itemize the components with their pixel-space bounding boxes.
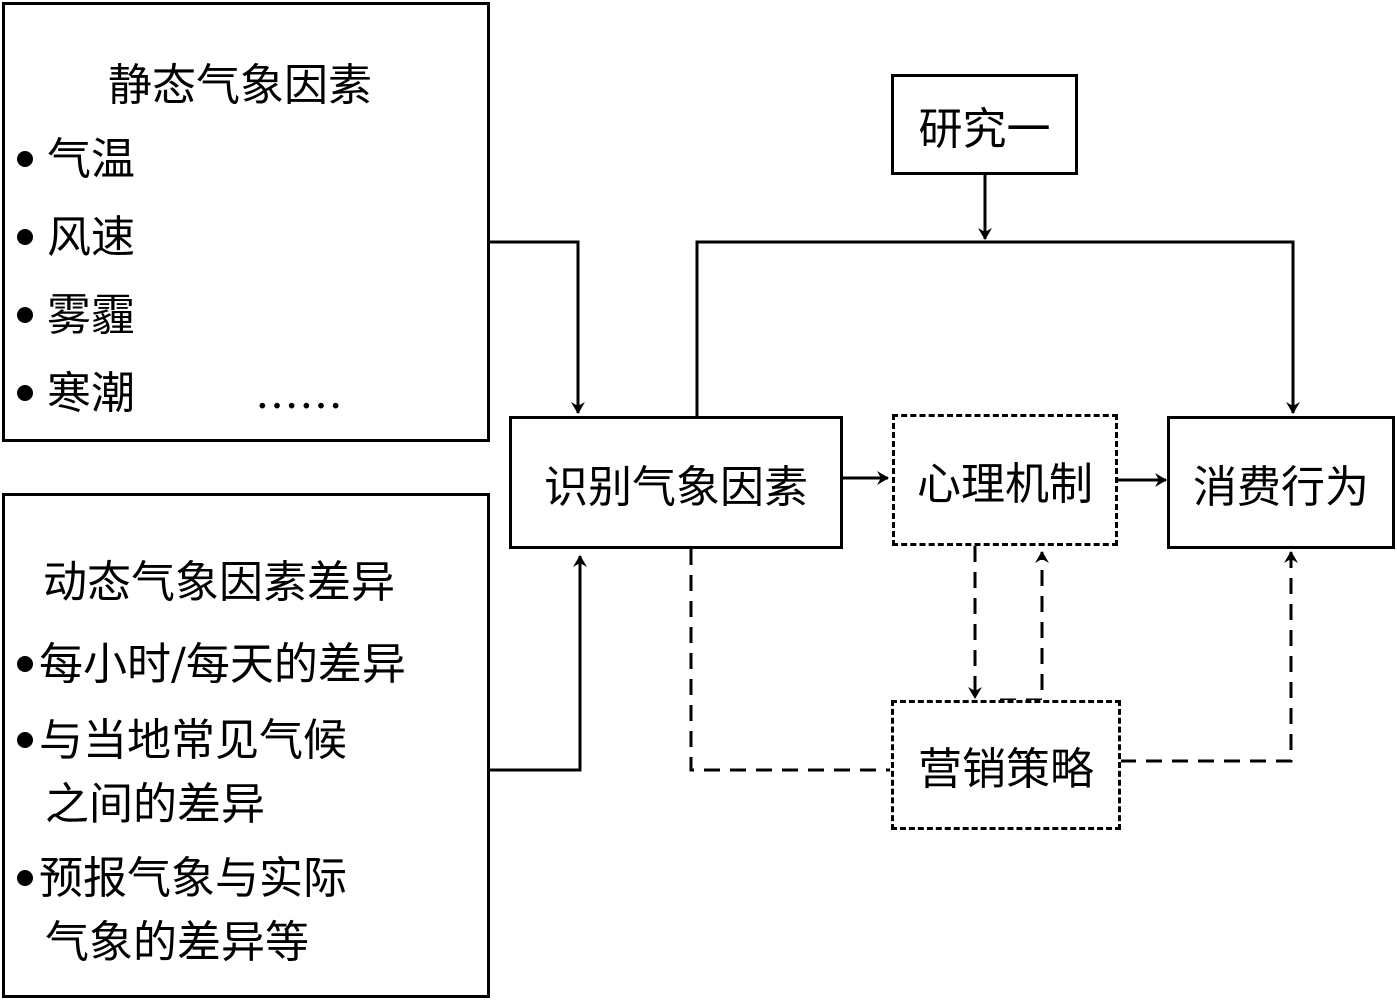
bullet-icon bbox=[17, 150, 33, 167]
bullet-icon bbox=[17, 869, 33, 886]
static-factors-box: 静态气象因素 气温 风速 雾霾 寒潮 …… bbox=[2, 2, 490, 442]
bullet-icon bbox=[17, 731, 33, 748]
static-item: 气温 bbox=[17, 133, 135, 187]
dynamic-item-cont: 之间的差异 bbox=[45, 779, 265, 830]
static-ellipsis: …… bbox=[255, 368, 343, 419]
dynamic-factors-title: 动态气象因素差异 bbox=[43, 557, 395, 608]
node-consumer-behavior: 消费行为 bbox=[1167, 416, 1395, 549]
node-study-one: 研究一 bbox=[891, 74, 1078, 175]
node-psych-mechanism: 心理机制 bbox=[892, 414, 1118, 546]
bullet-icon bbox=[17, 655, 33, 672]
arrow-marketing-to-consume bbox=[1120, 551, 1298, 763]
dynamic-item: 与当地常见气候 bbox=[17, 714, 347, 768]
dynamic-item: 预报气象与实际 bbox=[17, 852, 347, 906]
dynamic-item: 每小时/每天的差异 bbox=[17, 638, 406, 692]
bracket-line bbox=[695, 240, 1300, 416]
static-factors-title: 静态气象因素 bbox=[108, 60, 372, 111]
bullet-icon bbox=[17, 306, 33, 323]
arrow-dynamic-to-identify bbox=[490, 555, 587, 772]
line-identify-to-marketing bbox=[689, 549, 890, 772]
static-item: 雾霾 bbox=[17, 289, 135, 343]
dynamic-factors-box: 动态气象因素差异 每小时/每天的差异 与当地常见气候 之间的差异 预报气象与实际… bbox=[2, 493, 490, 998]
static-item: 寒潮 bbox=[17, 367, 135, 421]
dynamic-item-cont: 气象的差异等 bbox=[45, 917, 309, 968]
node-identify-factors: 识别气象因素 bbox=[509, 416, 843, 549]
bullet-icon bbox=[17, 384, 33, 401]
static-item: 风速 bbox=[17, 211, 135, 265]
arrow-static-to-identify bbox=[490, 240, 585, 414]
bullet-icon bbox=[17, 228, 33, 245]
node-marketing-strategy: 营销策略 bbox=[891, 700, 1121, 830]
arrow-marketing-to-psych bbox=[1000, 551, 1049, 702]
